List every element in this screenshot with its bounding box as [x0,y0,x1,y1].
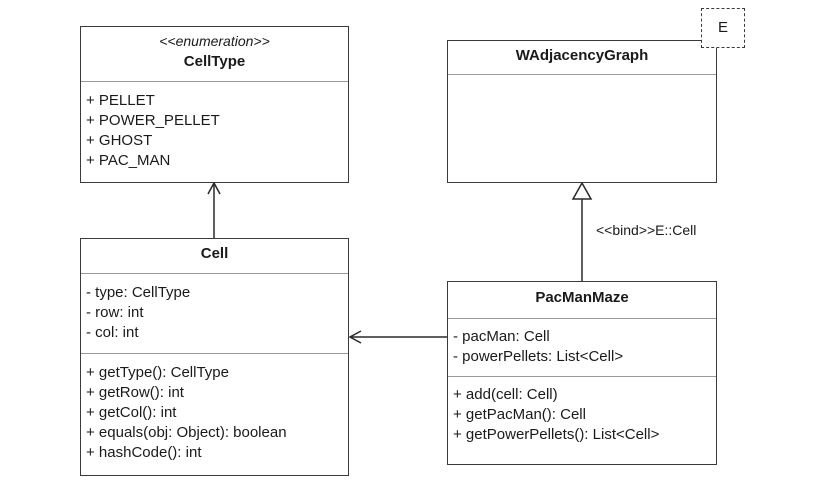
wadjacencygraph-name: WAdjacencyGraph [515,47,649,64]
pacmanmaze-to-cell-arrowhead [348,330,362,344]
attribute: - col: int [86,324,139,341]
attribute: - powerPellets: List<Cell> [453,348,624,365]
template-parameter-box: E [701,8,745,48]
celltype-class: <<enumeration>> CellType + PELLET + POWE… [80,26,349,183]
attribute: - type: CellType [86,284,191,301]
cell-attributes: - type: CellType - row: int - col: int [81,273,348,353]
bind-arrowhead [571,181,593,200]
operation: + getType(): CellType [86,364,229,381]
enum-value: + PELLET [86,92,155,109]
bind-label: <<bind>>E::Cell [596,222,697,238]
wadjacencygraph-body [448,74,716,181]
enum-value: + POWER_PELLET [86,112,220,129]
celltype-stereotype: <<enumeration>> [159,33,270,49]
pacmanmaze-class: PacManMaze - pacMan: Cell - powerPellets… [447,281,717,465]
operation: + getPacMan(): Cell [453,406,586,423]
enum-value: + GHOST [86,132,153,149]
celltype-name: CellType [183,53,246,70]
wadjacencygraph-header: WAdjacencyGraph [448,41,716,74]
cell-name: Cell [200,245,229,262]
cell-class: Cell - type: CellType - row: int - col: … [80,238,349,476]
operation: + getCol(): int [86,404,177,421]
pacmanmaze-header: PacManMaze [448,282,716,318]
cell-to-celltype-arrowhead [207,181,221,195]
operation: + hashCode(): int [86,444,202,461]
operation: + add(cell: Cell) [453,386,558,403]
pacmanmaze-operations: + add(cell: Cell) + getPacMan(): Cell + … [448,376,716,449]
cell-operations: + getType(): CellType + getRow(): int + … [81,353,348,467]
attribute: - row: int [86,304,144,321]
celltype-header: <<enumeration>> CellType [81,27,348,81]
operation: + equals(obj: Object): boolean [86,424,287,441]
enum-value: + PAC_MAN [86,152,171,169]
attribute: - pacMan: Cell [453,328,550,345]
operation: + getPowerPellets(): List<Cell> [453,426,660,443]
operation: + getRow(): int [86,384,184,401]
pacmanmaze-name: PacManMaze [535,289,629,306]
cell-header: Cell [81,239,348,273]
celltype-values: + PELLET + POWER_PELLET + GHOST + PAC_MA… [81,81,348,175]
wadjacencygraph-class: WAdjacencyGraph [447,40,717,183]
pacmanmaze-attributes: - pacMan: Cell - powerPellets: List<Cell… [448,318,716,376]
